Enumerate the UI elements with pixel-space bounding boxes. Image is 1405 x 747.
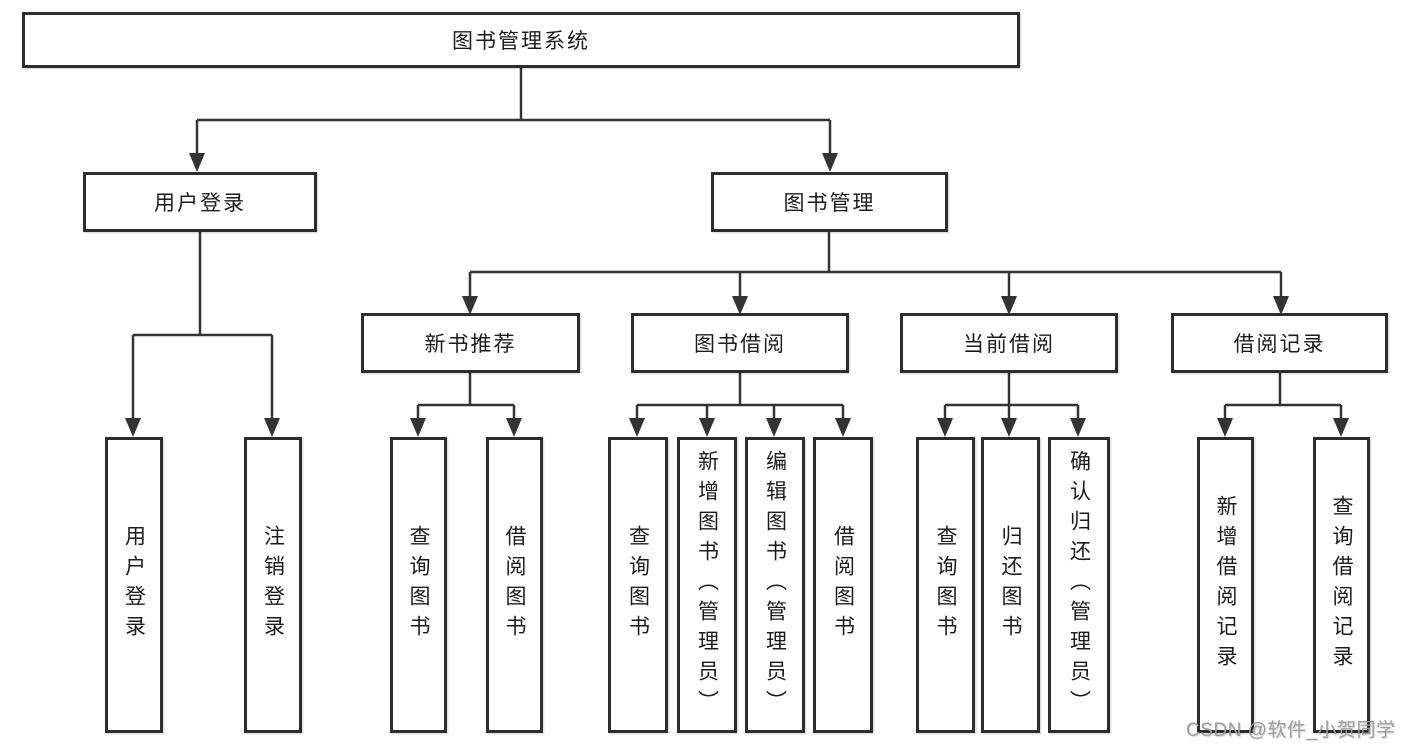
node-user-login-leaf: 用户登录 — [105, 437, 163, 733]
node-bb-edit-books-admin: 编辑图书（管理员） — [745, 437, 805, 733]
node-new-book-recommend: 新书推荐 — [361, 313, 580, 373]
node-cb-return-books-label: 归还图书 — [999, 525, 1022, 645]
node-br-query-record: 查询借阅记录 — [1313, 437, 1370, 733]
node-book-borrowing-label: 图书借阅 — [694, 333, 786, 356]
node-user-login-label: 用户登录 — [154, 192, 246, 215]
node-bb-borrow-books: 借阅图书 — [813, 437, 873, 733]
node-nb-query-books-label: 查询图书 — [407, 525, 430, 645]
node-logout-leaf-label: 注销登录 — [261, 525, 285, 645]
node-root: 图书管理系统 — [22, 12, 1020, 68]
node-cb-query-books: 查询图书 — [916, 437, 975, 733]
node-bb-add-books-admin-label: 新增图书（管理员） — [695, 450, 719, 720]
node-cb-confirm-return-admin-label: 确认归还（管理员） — [1067, 450, 1091, 720]
node-current-borrowing: 当前借阅 — [900, 313, 1118, 373]
node-br-query-record-label: 查询借阅记录 — [1330, 495, 1353, 675]
node-root-label: 图书管理系统 — [452, 30, 590, 53]
node-cb-query-books-label: 查询图书 — [934, 525, 957, 645]
node-nb-borrow-books-label: 借阅图书 — [503, 525, 526, 645]
node-current-borrowing-label: 当前借阅 — [963, 333, 1055, 356]
node-user-login-leaf-label: 用户登录 — [122, 525, 146, 645]
node-book-management: 图书管理 — [711, 172, 948, 232]
node-nb-query-books: 查询图书 — [390, 437, 447, 733]
arrowhead-icons — [125, 153, 1349, 437]
node-bb-borrow-books-label: 借阅图书 — [831, 525, 855, 645]
node-nb-borrow-books: 借阅图书 — [486, 437, 543, 733]
node-book-management-label: 图书管理 — [783, 192, 876, 215]
node-new-book-recommend-label: 新书推荐 — [424, 333, 517, 356]
node-br-add-record-label: 新增借阅记录 — [1214, 495, 1237, 675]
node-br-add-record: 新增借阅记录 — [1197, 437, 1254, 733]
node-cb-confirm-return-admin: 确认归还（管理员） — [1048, 437, 1110, 733]
node-bb-add-books-admin: 新增图书（管理员） — [677, 437, 737, 733]
node-cb-return-books: 归还图书 — [981, 437, 1040, 733]
node-borrow-records-label: 借阅记录 — [1233, 333, 1326, 356]
node-logout-leaf: 注销登录 — [244, 437, 302, 733]
node-bb-edit-books-admin-label: 编辑图书（管理员） — [763, 450, 787, 720]
node-bb-query-books: 查询图书 — [608, 437, 668, 733]
node-book-borrowing: 图书借阅 — [631, 313, 849, 373]
watermark-text: CSDN @软件_小贺同学 — [1186, 720, 1396, 741]
node-borrow-records: 借阅记录 — [1171, 313, 1388, 373]
node-user-login: 用户登录 — [83, 172, 317, 232]
node-bb-query-books-label: 查询图书 — [626, 525, 650, 645]
